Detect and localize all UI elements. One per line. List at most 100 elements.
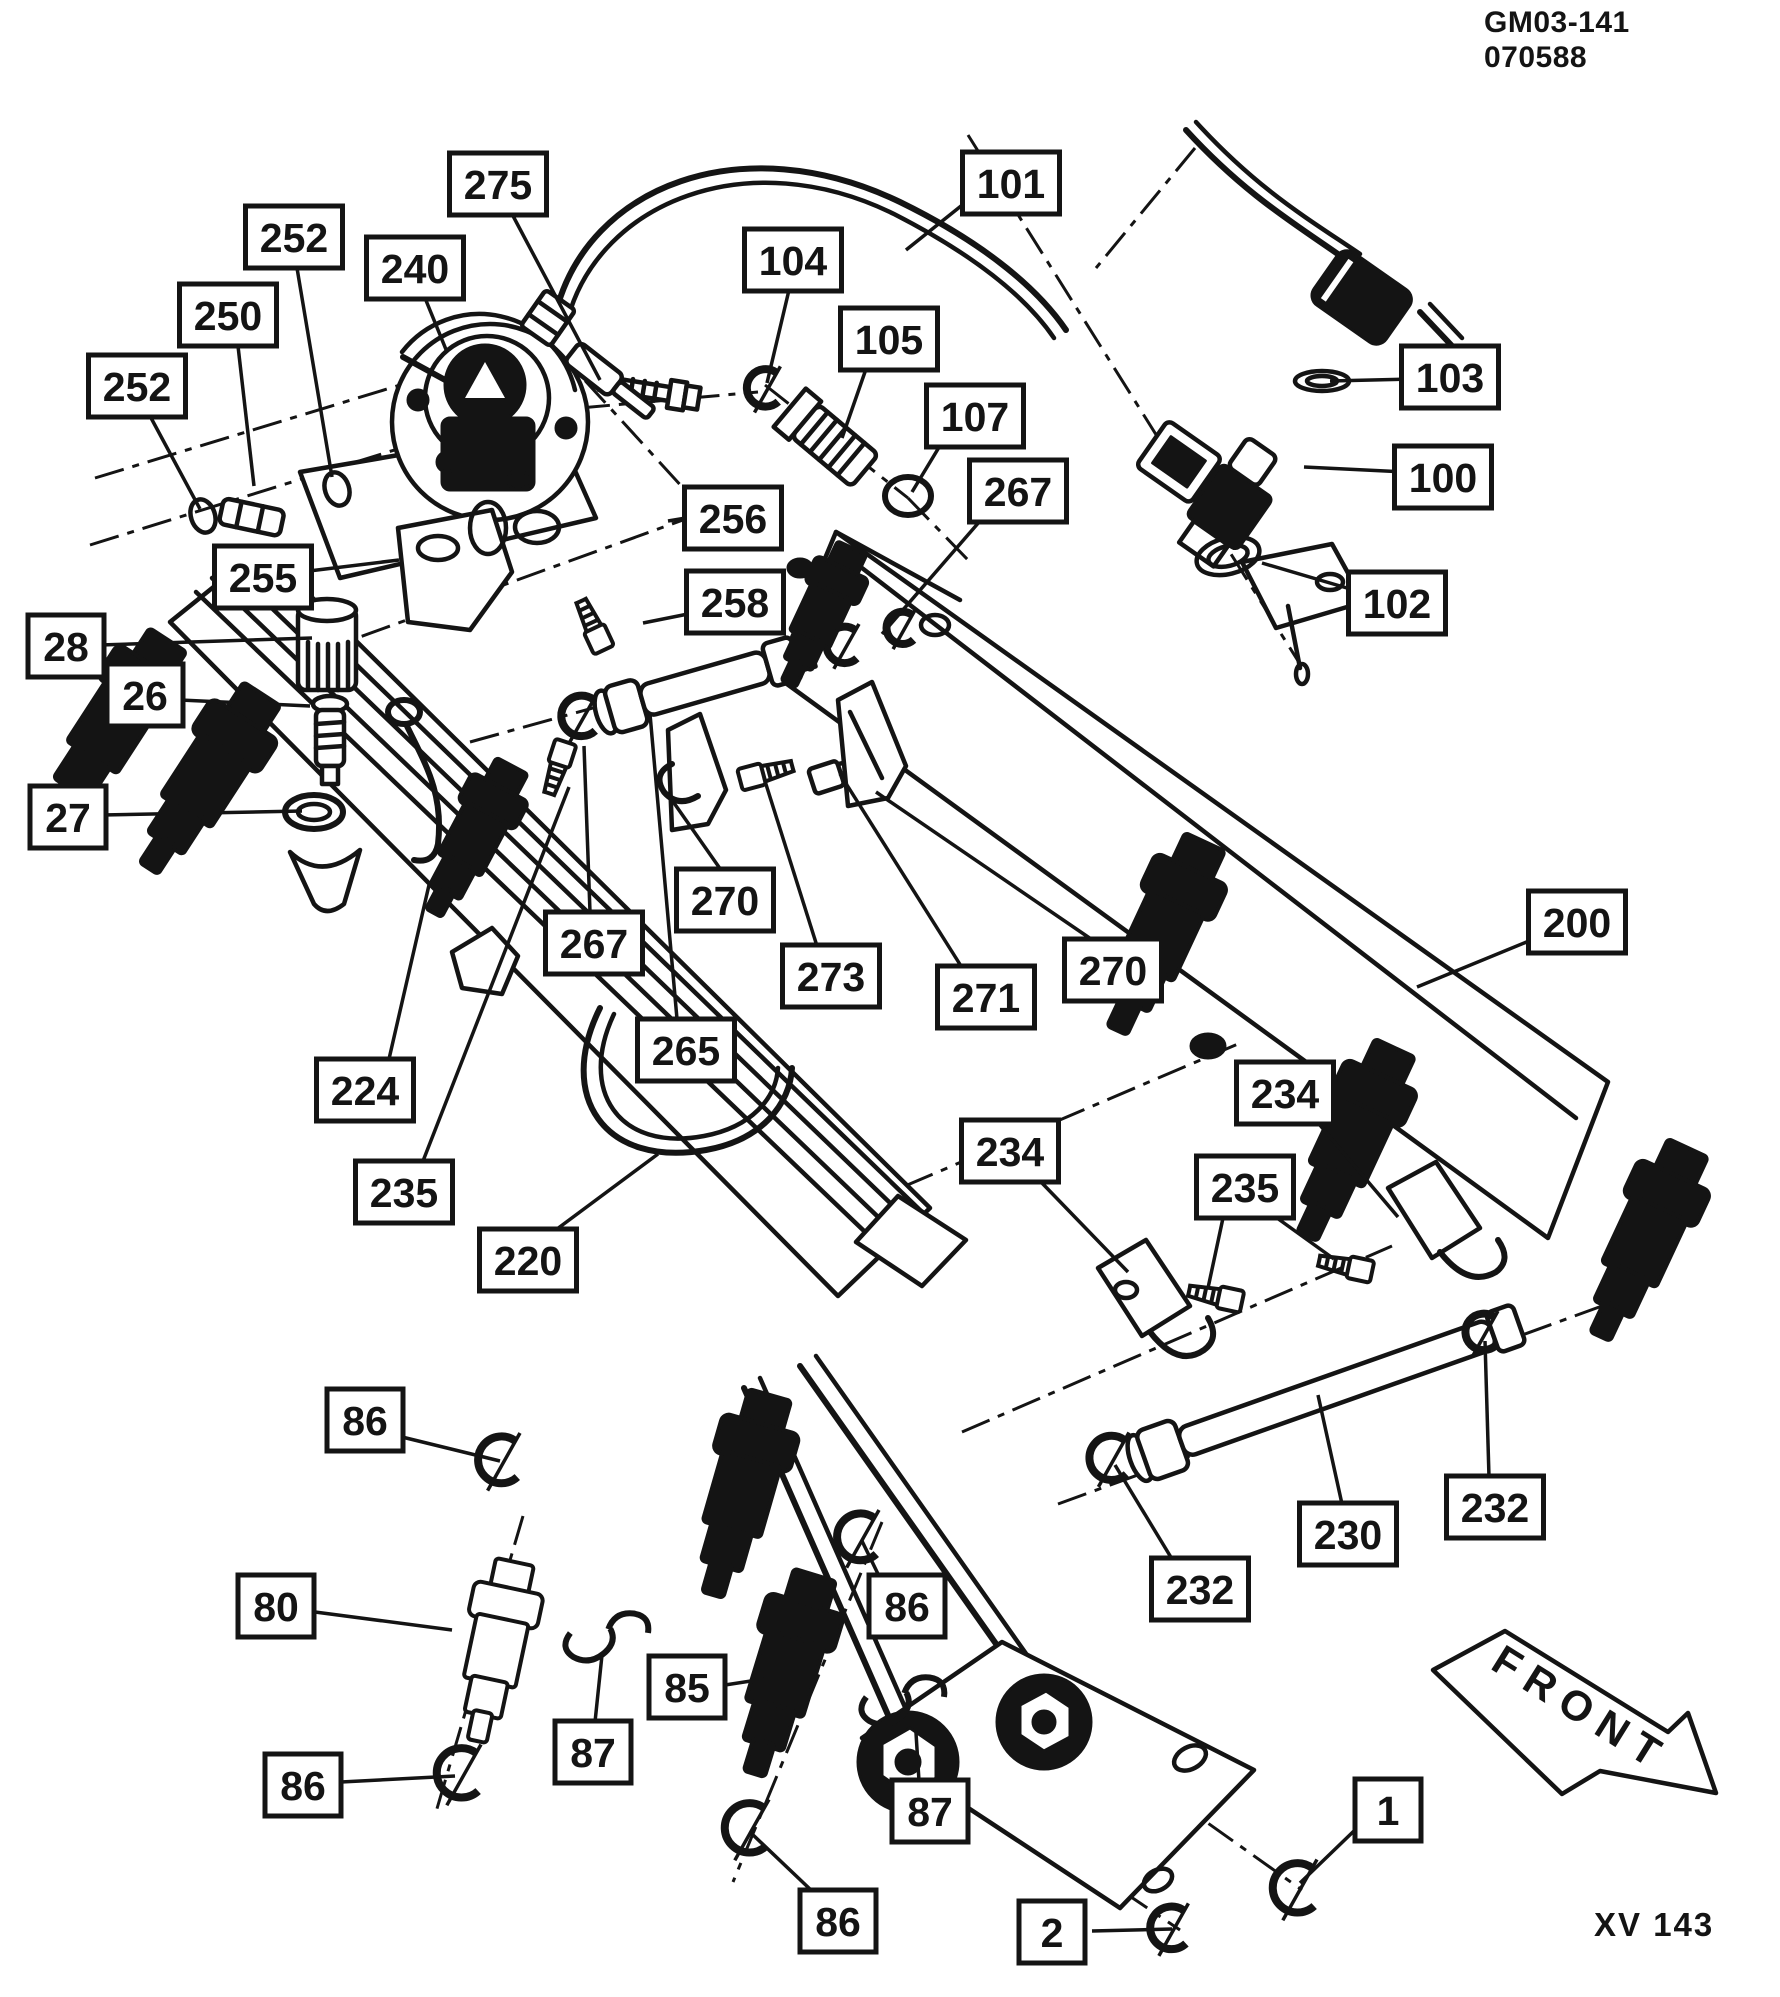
callout-leader-104: [767, 290, 789, 383]
callout-leader-27: [102, 811, 302, 815]
callout-box-28: [28, 615, 104, 677]
callout-number-26: 26: [122, 673, 168, 719]
callout-232-left: 232: [1115, 1465, 1249, 1620]
callout-leader-101: [906, 202, 966, 250]
callout-230: 230: [1300, 1395, 1397, 1565]
callout-box-258: [687, 571, 784, 633]
callout-box-267-mid: [546, 912, 643, 974]
hose-loop: [584, 1008, 792, 1153]
callout-leader-86-left: [341, 1776, 455, 1782]
callout-leader-230: [1318, 1395, 1342, 1504]
callout-number-86-left: 86: [280, 1763, 326, 1809]
return-pipe-101: [521, 168, 1066, 515]
callout-leader-232-left: [1115, 1465, 1172, 1559]
callout-leader-1: [1300, 1829, 1356, 1883]
callout-105: 105: [841, 308, 938, 438]
callout-267-mid: 267: [546, 746, 643, 974]
callout-leader-103: [1330, 379, 1411, 381]
clamp-hardware: [660, 682, 907, 830]
callout-85: 85: [649, 1656, 764, 1718]
callout-leader-224: [389, 885, 429, 1059]
callout-box-86-mid: [869, 1575, 945, 1637]
callout-number-267-right: 267: [984, 469, 1052, 515]
callout-box-232-left: [1152, 1558, 1249, 1620]
callout-box-250: [180, 284, 277, 346]
callout-86-top: 86: [327, 1389, 500, 1461]
callout-number-271: 271: [952, 975, 1020, 1021]
callout-box-103: [1402, 346, 1499, 408]
callout-number-100: 100: [1409, 455, 1477, 501]
callout-256: 256: [668, 487, 782, 549]
callout-leader-252-upper: [297, 268, 332, 477]
callout-box-224: [317, 1059, 414, 1121]
callout-number-80: 80: [253, 1584, 299, 1630]
callout-number-235-right: 235: [1211, 1165, 1279, 1211]
callout-box-265: [638, 1019, 735, 1081]
callout-271: 271: [840, 774, 1035, 1028]
callout-leader-28: [100, 638, 312, 645]
callout-box-252-upper: [246, 206, 343, 268]
callout-number-102: 102: [1363, 581, 1431, 627]
callout-234-left: 234: [962, 1120, 1129, 1272]
callout-number-258: 258: [701, 580, 769, 626]
callout-number-234-right: 234: [1251, 1071, 1320, 1117]
callout-leader-270-right: [876, 792, 1091, 939]
callout-number-250: 250: [194, 293, 262, 339]
callout-number-275: 275: [464, 162, 532, 208]
header-date-code: 070588: [1484, 40, 1588, 74]
callout-leader-105: [842, 369, 866, 438]
callout-leader-86-top: [402, 1437, 500, 1461]
callout-number-1: 1: [1377, 1788, 1400, 1834]
callout-102: 102: [1262, 563, 1446, 634]
screw-235a: [536, 736, 579, 801]
drawing-header: GM03-141 070588: [1484, 6, 1744, 75]
callout-number-86-mid: 86: [884, 1584, 930, 1630]
callout-number-235-left: 235: [370, 1170, 438, 1216]
callout-leader-87-left: [595, 1655, 602, 1722]
callout-leader-235-left: [423, 787, 569, 1161]
callout-270-left: 270: [667, 793, 774, 931]
callout-box-105: [841, 308, 938, 370]
callout-number-101: 101: [977, 161, 1045, 207]
callout-number-232-left: 232: [1166, 1567, 1234, 1613]
mount-brackets-234: [1098, 1162, 1505, 1356]
callout-leader-100: [1304, 467, 1405, 472]
callout-270-right: 270: [876, 792, 1162, 1001]
callout-number-252-left: 252: [103, 364, 171, 410]
callout-265: 265: [638, 714, 735, 1081]
callout-box-273: [783, 945, 880, 1007]
callout-224: 224: [317, 885, 430, 1121]
callout-box-220: [480, 1229, 577, 1291]
callout-220: 220: [480, 1154, 659, 1291]
pressure-regulator-assembly: [300, 314, 596, 630]
retainer-224: [388, 700, 439, 861]
callout-box-26: [107, 664, 183, 726]
callout-number-200: 200: [1543, 900, 1611, 946]
callout-number-27: 27: [45, 795, 91, 841]
callout-87-left: 87: [555, 1655, 631, 1783]
callout-27: 27: [30, 786, 302, 848]
callout-252-left: 252: [89, 355, 201, 509]
callout-101: 101: [906, 152, 1060, 250]
callout-box-275: [450, 153, 547, 215]
callout-leader-255: [309, 560, 399, 571]
callout-leader-2: [1092, 1929, 1172, 1931]
callout-box-200: [1529, 891, 1626, 953]
callout-box-232-right: [1447, 1476, 1544, 1538]
callout-box-100: [1395, 446, 1492, 508]
callout-86-left: 86: [265, 1754, 455, 1816]
callout-leader-252-left: [150, 416, 200, 509]
callout-28: 28: [28, 615, 312, 677]
callout-258: 258: [643, 571, 784, 633]
callout-leader-271: [840, 774, 961, 966]
callout-235-right: 235: [1197, 1156, 1335, 1288]
callout-252-upper: 252: [246, 206, 343, 477]
callout-leader-267-right: [882, 521, 980, 634]
callout-leader-270-left: [667, 793, 721, 870]
callout-number-87-right: 87: [907, 1789, 953, 1835]
callout-number-230: 230: [1314, 1512, 1382, 1558]
callout-26: 26: [107, 664, 310, 726]
callout-box-271: [938, 966, 1035, 1028]
